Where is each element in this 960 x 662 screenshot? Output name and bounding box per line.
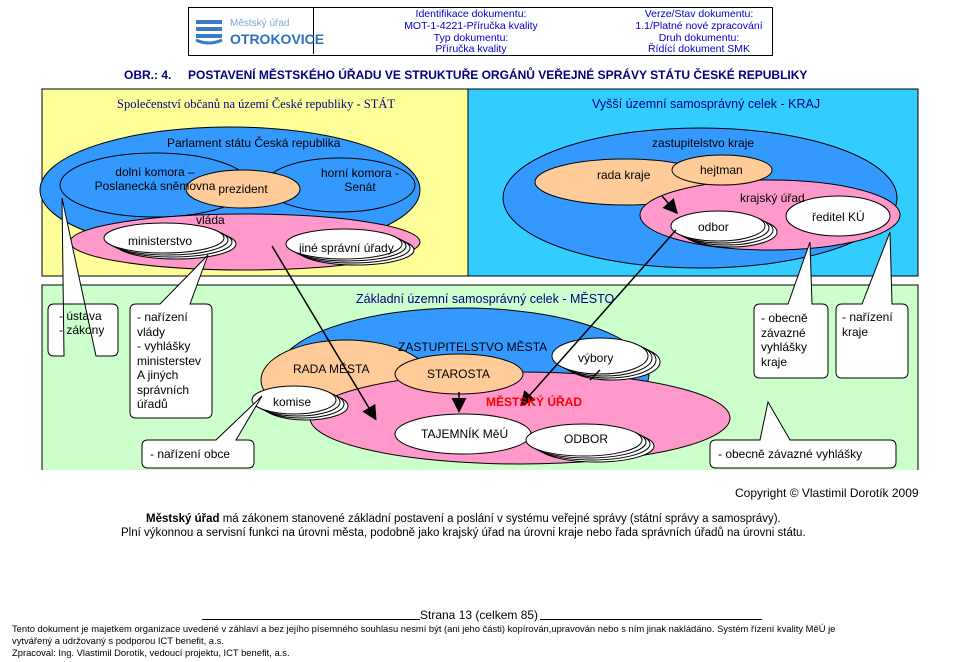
narizeni-obce-callout [141, 395, 263, 469]
footer-rule-right [540, 619, 762, 620]
header-id-value: MOT-1-4221-Příručka kvality [404, 20, 538, 32]
horni-komora-label-1: horní komora - [320, 166, 400, 180]
odbor-mesto-label: ODBOR [564, 432, 609, 446]
mestsky-urad-label: MĚSTSKÝ ÚŘAD [486, 395, 583, 409]
obecne-vyhlasky-label: - obecně závazné vyhlášky [718, 447, 863, 461]
jine-urady-ellipse [285, 228, 403, 260]
description-rest: má zákonem stanovené základní postavení … [219, 513, 781, 525]
obecne-vyhlasky-kraje-line: kraje [761, 354, 788, 369]
komise-ellipse [251, 385, 337, 415]
vybory-label: výbory [578, 351, 614, 365]
logo-text-big: OTROKOVICE [230, 31, 325, 47]
rada-kraje-label: rada kraje [597, 168, 651, 182]
footer-note-3: Zpracoval: Ing. Vlastimil Dorotík, vedou… [12, 647, 290, 658]
stat-label: Společenství občanů na území České repub… [117, 97, 396, 111]
footer-note-2: vytvářený a udržovaný s podporou ICT ben… [12, 635, 224, 646]
header-id-label: Identifikace dokumentu: [415, 8, 527, 20]
odbor-mesto-ellipse [525, 423, 643, 457]
narizeni-vlady-line: ministerstev [137, 353, 202, 368]
narizeni-kraje-line: kraje [842, 324, 869, 339]
krajsky-urad-label: krajský úřad [740, 191, 805, 205]
narizeni-vlady-line: A jiných [137, 368, 179, 382]
mestsky-urad-ellipse [309, 371, 731, 465]
ustava-label-1: - ústava [59, 309, 102, 323]
hejtman-label: hejtman [700, 163, 743, 177]
parlament-label: Parlament státu Česká republika [167, 136, 341, 150]
tajemnik-label: TAJEMNÍK MěÚ [421, 427, 509, 441]
narizeni-kraje-callout [835, 231, 909, 379]
ministerstvo-label: ministerstvo [128, 234, 193, 248]
odbor-label: odbor [698, 220, 729, 234]
reditel-label: ředitel KÚ [812, 210, 865, 224]
starosta-label: STAROSTA [427, 367, 490, 381]
obecne-vyhlasky-kraje-line: - obecně [761, 311, 808, 325]
vybory-ellipse [551, 337, 649, 375]
komise-label: komise [273, 395, 312, 409]
narizeni-vlady-line: - vyhlášky [137, 339, 191, 353]
dolni-komora-label-2: Poslanecká sněmovna [94, 179, 216, 193]
description-bold: Městský úřad [146, 513, 220, 525]
arrow-vybory-to-urad [589, 369, 601, 381]
arrow-vlada-to-urad [271, 245, 377, 421]
narizeni-vlady-line: vlády [137, 324, 166, 339]
narizeni-vlady-line: úřadů [137, 397, 168, 411]
mesto-label: Základní územní samosprávný celek - MĚST… [356, 293, 614, 306]
reditel-ellipse [785, 195, 891, 237]
footer-note-1: Tento dokument je majetkem organizace uv… [12, 623, 836, 634]
header-kind-label: Druh dokumentu: [658, 32, 740, 44]
mesto-label-text: Základní územní samosprávný celek - MĚST… [356, 292, 615, 306]
logo: Městský úřad OTROKOVICE [192, 12, 324, 50]
narizeni-vlady-line: - nařízení [137, 310, 188, 324]
obecne-vyhlasky-kraje-text: - obecně závazné vyhlášky kraje [761, 311, 808, 369]
copyright: Copyright © Vlastimil Dorotík 2009 [735, 486, 919, 500]
logo-box [188, 7, 314, 54]
structure-diagram [39, 88, 919, 470]
odbor-ellipse [670, 210, 766, 242]
footer-rule-left [202, 619, 420, 620]
obecne-vyhlasky-kraje-line: závazné [761, 325, 806, 340]
prezident-label: prezident [218, 182, 268, 196]
narizeni-vlady-line: správních [137, 382, 190, 397]
description-line-1: Městský úřad má zákonem stanovené základ… [146, 513, 781, 526]
zastupitelstvo-mesta-label: ZASTUPITELSTVO MĚSTA [398, 340, 548, 354]
narizeni-kraje-text: - nařízení kraje [842, 310, 893, 339]
ministerstvo-ellipse [103, 222, 225, 254]
vlada-label: vláda [196, 213, 225, 227]
arrow-odbor-to-urad [520, 229, 677, 407]
description-line-2: Plní výkonnou a servisní funkci na úrovn… [121, 527, 806, 539]
kraj-label: Vyšší územní samosprávný celek - KRAJ [592, 97, 821, 111]
obecne-vyhlasky-kraje-callout [753, 241, 829, 379]
narizeni-kraje-line: - nařízení [842, 310, 893, 324]
ustava-callout [47, 197, 119, 357]
obecne-vyhlasky-callout [709, 400, 897, 469]
horni-komora-label-2: Senát [344, 180, 376, 194]
obecne-vyhlasky-kraje-line: vyhlášky [761, 340, 808, 354]
jine-urady-label: jiné správní úřady [299, 241, 394, 255]
header-kind-value: Řídící dokument SMK [647, 43, 751, 55]
header-version-value: 1.1/Platné nové zpracování [635, 20, 763, 32]
header-version-label: Verze/Stav dokumentu: [644, 8, 754, 20]
narizeni-vlady-callout [129, 254, 213, 419]
header-type-value: Příručka kvality [435, 43, 507, 55]
dolni-komora-label-1: dolní komora – [115, 165, 195, 179]
hejtman-ellipse [671, 154, 773, 186]
rada-mesta-label: RADA MĚSTA [293, 362, 370, 376]
header-type-label: Typ dokumentu: [433, 32, 509, 44]
logo-text-small: Městský úřad [230, 18, 290, 29]
zastupitelstvo-kraje-label: zastupitelstvo kraje [652, 136, 755, 150]
document-header [188, 7, 773, 56]
narizeni-vlady-text: - nařízení vlády - vyhlášky ministerstev… [137, 310, 201, 412]
prezident-ellipse [185, 169, 301, 209]
figure-title: OBR.: 4. POSTAVENÍ MĚSTSKÉHO ÚŘADU VE ST… [124, 68, 808, 82]
logo-emblem-icon [195, 20, 223, 45]
narizeni-obce-label: - nařízení obce [150, 447, 231, 461]
arrow-hejtman-to-odbor [661, 195, 678, 215]
ustava-label-2: - zákony [59, 323, 105, 337]
page-number: Strana 13 (celkem 85) [420, 608, 539, 622]
